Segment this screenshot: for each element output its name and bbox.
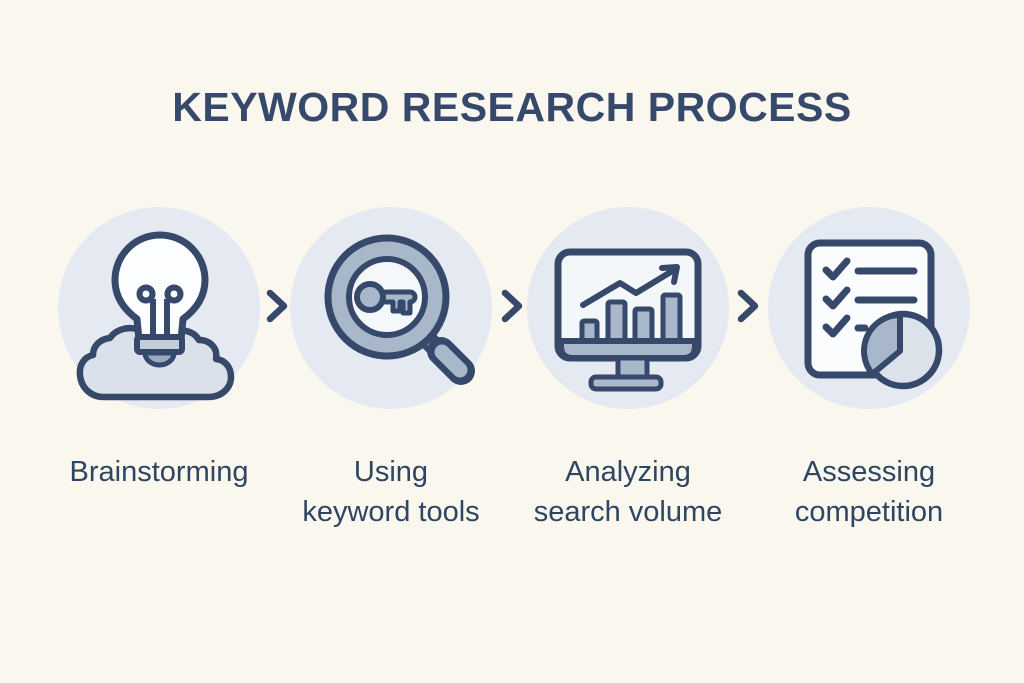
step-label-line: Analyzing	[565, 456, 691, 488]
step-label-line: Brainstorming	[69, 456, 249, 488]
chevron-right-icon	[501, 289, 523, 323]
checklist-pie-icon	[804, 239, 943, 390]
magnifier-key-icon	[324, 234, 475, 385]
step-circle-search-volume	[527, 207, 729, 409]
lightbulb-cloud-icon	[76, 231, 235, 401]
step-label-line: Assessing	[802, 456, 936, 488]
step-label-line: Using	[353, 456, 429, 488]
step-label-line: competition	[794, 496, 944, 528]
chevron-right-icon	[266, 289, 288, 323]
step-label-brainstorming: Brainstorming	[29, 452, 289, 492]
chevron-right-icon	[737, 289, 759, 323]
step-circle-competition	[768, 207, 970, 409]
step-label-line: search volume	[533, 496, 723, 528]
monitor-chart-icon	[554, 248, 702, 392]
page-title: KEYWORD RESEARCH PROCESS	[172, 84, 852, 130]
step-label-competition: Assessing competition	[739, 452, 999, 532]
step-label-keyword-tools: Using keyword tools	[261, 452, 521, 532]
step-label-search-volume: Analyzing search volume	[498, 452, 758, 532]
step-circle-keyword-tools	[290, 207, 492, 409]
step-circle-brainstorming	[58, 207, 260, 409]
step-label-line: keyword tools	[302, 496, 480, 528]
